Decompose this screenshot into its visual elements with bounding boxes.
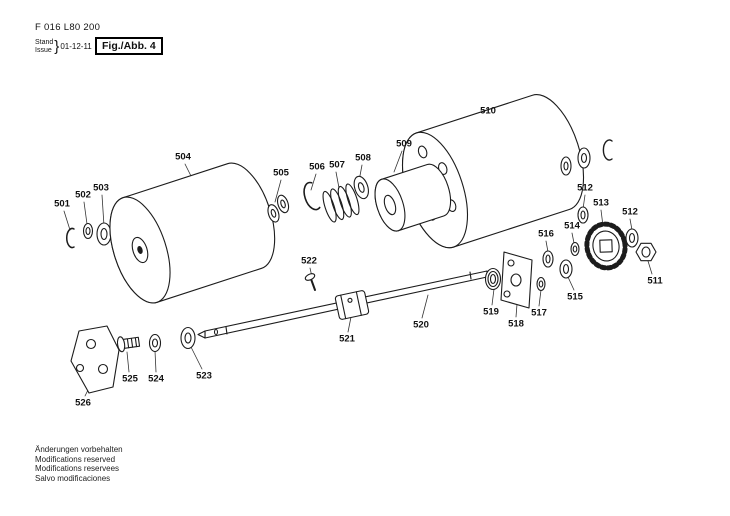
part-label-514: 514 [564,220,580,232]
part-label-520: 520 [413,319,429,331]
part-label-513: 513 [593,197,609,209]
footer-line-de: Änderungen vorbehalten [35,445,123,454]
document-part-number: F 016 L80 200 [35,22,101,33]
part-516-washer [542,250,554,268]
part-label-507: 507 [329,159,345,171]
part-504-roller [109,162,276,304]
part-label-517: 517 [531,307,547,319]
part-526-plate [70,325,120,394]
part-512-washer-right [625,228,639,248]
part-502-washer [82,222,94,240]
part-label-504: 504 [175,151,191,163]
issue-date: 01-12-11 [60,42,92,51]
part-519-bearing [484,267,502,291]
part-525-screw [116,336,141,353]
brace-glyph: } [54,38,60,55]
part-523-washer [180,326,196,350]
part-524-washer [148,333,162,353]
part-507-spring [322,183,360,223]
header: F 016 L80 200 [35,22,100,33]
right-end-washers [560,139,613,176]
part-506-circlip [303,181,321,211]
part-label-503: 503 [93,182,109,194]
part-511-nut [635,242,657,262]
part-label-526: 526 [75,397,91,409]
part-521-coupling [334,290,370,320]
part-label-523: 523 [196,370,212,382]
part-501-clip [66,227,75,249]
part-517-washer [536,276,546,292]
part-label-512a: 512 [577,182,593,194]
part-label-509: 509 [396,138,412,150]
footer-line-es: Salvo modificaciones [35,473,111,483]
figure-label: Fig./Abb. 4 [95,37,163,55]
part-label-515: 515 [567,291,583,303]
footer-line-en: Modifications reserved [35,454,116,464]
part-label-518: 518 [508,318,524,330]
part-label-501: 501 [54,198,70,210]
part-label-506: 506 [309,161,325,173]
part-label-522: 522 [301,255,317,267]
part-label-516: 516 [538,228,554,240]
part-label-524: 524 [148,373,164,385]
footer-notes: Änderungen vorbehalten Modifications res… [35,445,123,483]
part-label-519: 519 [483,306,499,318]
part-518-plate [500,251,533,309]
part-512-washer-left [577,206,589,224]
part-513-sprocket [584,221,628,271]
part-509-drum [374,163,452,232]
part-label-510: 510 [480,105,496,117]
part-515-bearing [559,259,573,279]
part-label-525: 525 [122,373,138,385]
part-label-521: 521 [339,333,355,345]
stand-label: Stand [35,38,54,46]
part-508-ring [353,175,369,200]
footer-line-fr: Modifications reservees [35,464,120,473]
issue-label: Issue [35,46,52,54]
issue-block: Stand Issue } 01-12-11 [35,38,92,55]
part-522-screw [304,273,316,291]
part-505-washers [267,194,290,223]
part-label-502: 502 [75,189,91,201]
part-503-bearing [96,222,112,246]
part-label-505: 505 [273,167,289,179]
part-label-511: 511 [647,275,663,287]
part-label-508: 508 [355,152,371,164]
part-label-512b: 512 [622,206,638,218]
part-514-washer [570,241,580,257]
